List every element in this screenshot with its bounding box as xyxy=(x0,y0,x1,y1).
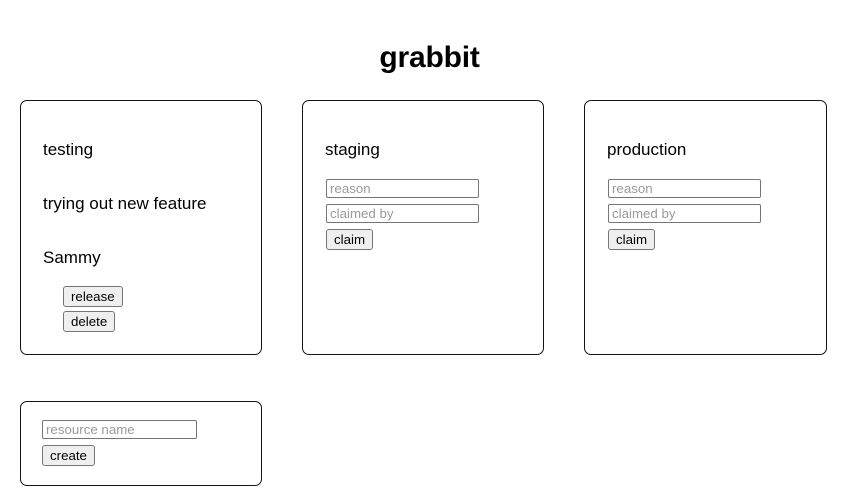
create-resource-form: create xyxy=(21,402,261,485)
resource-name-input[interactable] xyxy=(42,420,197,439)
resource-card-body: production claim xyxy=(585,101,826,354)
claimed-by-input[interactable] xyxy=(608,204,761,223)
resource-name: production xyxy=(607,140,687,159)
resource-name: staging xyxy=(325,140,380,159)
create-resource-card: create xyxy=(20,401,262,486)
create-button[interactable]: create xyxy=(42,445,95,466)
claim-button[interactable]: claim xyxy=(608,229,656,250)
resource-claimant: Sammy xyxy=(43,248,101,267)
reason-input[interactable] xyxy=(608,179,761,198)
resource-card-staging: staging claim xyxy=(302,100,544,355)
resource-card-body: testing trying out new feature Sammy rel… xyxy=(21,101,261,354)
resource-reason: trying out new feature xyxy=(43,194,207,213)
resource-card-testing: testing trying out new feature Sammy rel… xyxy=(20,100,262,355)
delete-button[interactable]: delete xyxy=(63,311,116,332)
release-button[interactable]: release xyxy=(63,286,123,307)
resource-card-production: production claim xyxy=(584,100,827,355)
claim-button[interactable]: claim xyxy=(326,229,374,250)
claimed-by-input[interactable] xyxy=(326,204,479,223)
reason-input[interactable] xyxy=(326,179,479,198)
resource-card-body: staging claim xyxy=(303,101,543,354)
page-title: grabbit xyxy=(379,41,480,75)
resource-name: testing xyxy=(43,140,94,159)
